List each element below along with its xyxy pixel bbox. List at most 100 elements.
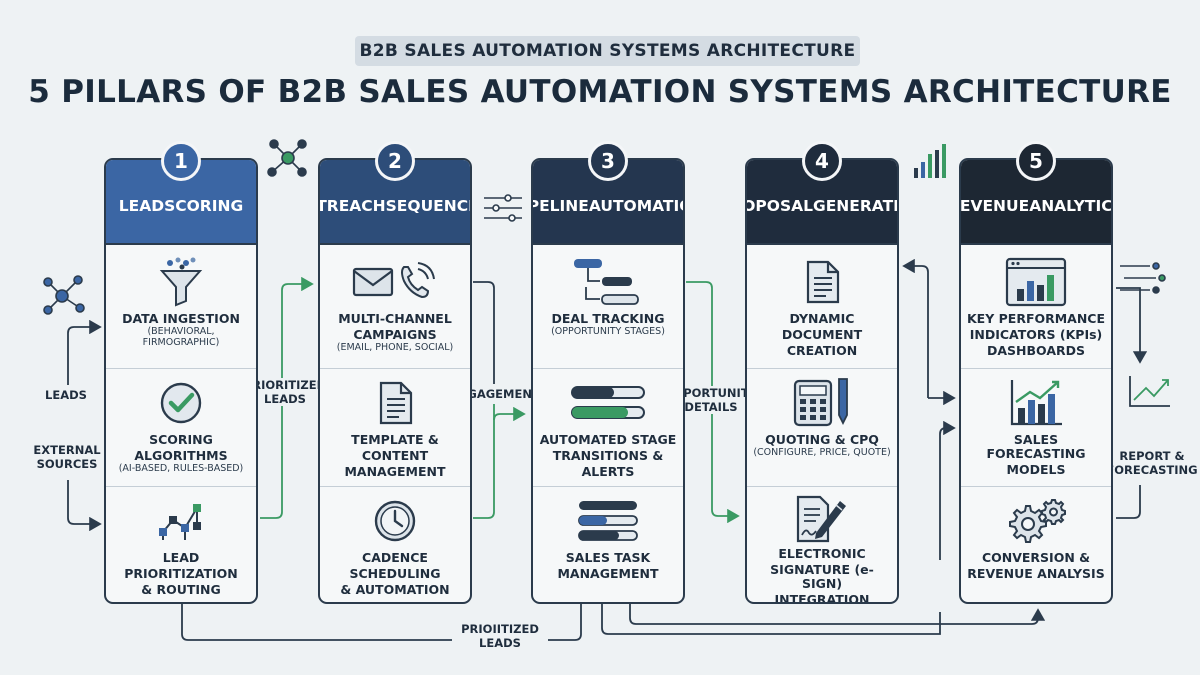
section-label: QUOTING & CPQ [765,432,879,447]
pillar-title-line: GENERATION [812,197,899,215]
pillar-number-badge: 1 [161,141,201,181]
leads-label: LEADS [45,388,87,402]
clock-icon [365,493,425,549]
section-label: SCORING [149,432,213,447]
pillar-title-line: REVENUE [959,197,1030,215]
section-label: SIGNATURE (e-SIGN) [770,562,874,591]
section-label: LEAD [162,550,200,565]
pillar-title-line: SCORING [164,197,244,215]
pillar-number-badge: 4 [802,141,842,181]
section-label: AUTOMATED STAGE [539,432,677,447]
pillar-title-line: AUTOMATION [588,197,683,215]
pillar-section: CONVERSION &REVENUE ANALYSIS [961,486,1111,602]
routing-icon [151,493,211,549]
bottom-loop-line-3 [629,604,1046,625]
section-sublabel: (EMAIL, PHONE, SOCIAL) [336,342,454,353]
pillar-2: OUTREACHSEQUENCING MULTI-CHANNELCAMPAIGNS… [318,158,472,604]
data-stream-icon [1120,262,1166,294]
signature-icon [792,493,852,545]
section-label: PRIORITIZATION [124,566,238,581]
section-label: & AUTOMATION [340,582,450,597]
connector-2-3c [493,406,526,422]
pillar-number-badge: 5 [1016,141,1056,181]
document-icon [365,375,425,431]
bottom-loop-line [181,604,582,641]
checkmark-icon [151,375,211,431]
section-label: TRANSITIONS & [552,448,664,463]
section-label: SALES FORECASTING [986,432,1086,461]
bottom-loop-line-2 [601,604,941,635]
connector-2-3 [473,281,495,384]
pillar-section: QUOTING & CPQ(CONFIGURE, PRICE, QUOTE) [747,368,897,487]
section-label: MODELS [1006,462,1066,477]
pillar-title-line: LEAD [118,197,165,215]
calculator-icon [792,375,852,431]
section-label: REVENUE ANALYSIS [967,566,1105,581]
section-label: KEY PERFORMANCE [966,311,1106,326]
forecast-line [1116,485,1141,519]
deal-flow-icon [574,254,639,310]
trend-chart-icon [1129,376,1170,407]
section-label: DYNAMIC [789,311,855,326]
section-label: INTEGRATION [774,592,870,604]
gears-icon [1006,493,1066,549]
leads-input-line [67,319,102,385]
pillar-3: PIPELINEAUTOMATION DEAL TRACKING(OPPORTUN… [531,158,685,604]
section-label: DATA INGESTION [122,311,240,326]
section-label: DEAL TRACKING [551,311,665,326]
task-list-icon [578,493,638,549]
pillar-title-line: PIPELINE [533,197,589,215]
connector-4-5a [902,258,929,398]
section-label: CONTENT [361,448,429,463]
section-label: SCHEDULING [349,566,441,581]
section-sublabel: (AI-BASED, RULES-BASED) [118,463,244,474]
section-label: CONVERSION & [981,550,1091,565]
email-phone-icon [352,254,435,310]
pillar-5: REVENUEANALYTICSKEY PERFORMANCEINDICATOR… [959,158,1113,604]
section-label: MANAGEMENT [344,464,446,479]
network-icon-top [267,139,307,177]
pillar-number-badge: 2 [375,141,415,181]
page-title: 5 PILLARS OF B2B SALES AUTOMATION SYSTEM… [28,74,1172,110]
section-label: ALGORITHMS [134,448,228,463]
section-sublabel: FIRMOGRAPHIC) [142,337,220,348]
mini-bar-chart-icon [914,144,946,178]
pillar-4: PROPOSALGENERATIONDYNAMICDOCUMENTCREATIO… [745,158,899,604]
report-forecasting-label: REPORT &FORECASTING [1106,449,1198,477]
section-sublabel: (BEHAVIORAL, [147,326,215,337]
section-label: SALES TASK [565,550,651,565]
sliders-icon [484,194,522,222]
sources-input-line [67,480,102,532]
pillar-title-line: OUTREACH [318,197,386,215]
section-label: CADENCE [362,550,428,565]
funnel-icon [151,254,211,310]
pillar-number-badge: 3 [588,141,628,181]
pillar-title-line: SEQUENCING [385,197,470,215]
section-label: CREATION [786,343,858,358]
section-label: INDICATORS (KPIs) [969,327,1103,342]
document-icon [792,254,852,310]
section-label: MANAGEMENT [557,566,659,581]
section-label: DOCUMENT [781,327,863,342]
section-label: MULTI-CHANNEL [338,311,452,326]
pillar-section: DEAL TRACKING(OPPORTUNITY STAGES) [533,248,683,366]
section-label: ALERTS [581,464,635,479]
bar-chart-icon [1006,375,1066,431]
connector-4-5c [939,420,956,560]
section-label: & ROUTING [141,582,221,597]
section-sublabel: (OPPORTUNITY STAGES) [551,326,665,337]
section-sublabel: (CONFIGURE, PRICE, QUOTE) [753,447,891,458]
dashboard-icon [1005,254,1067,310]
section-label: CAMPAIGNS [353,327,437,342]
